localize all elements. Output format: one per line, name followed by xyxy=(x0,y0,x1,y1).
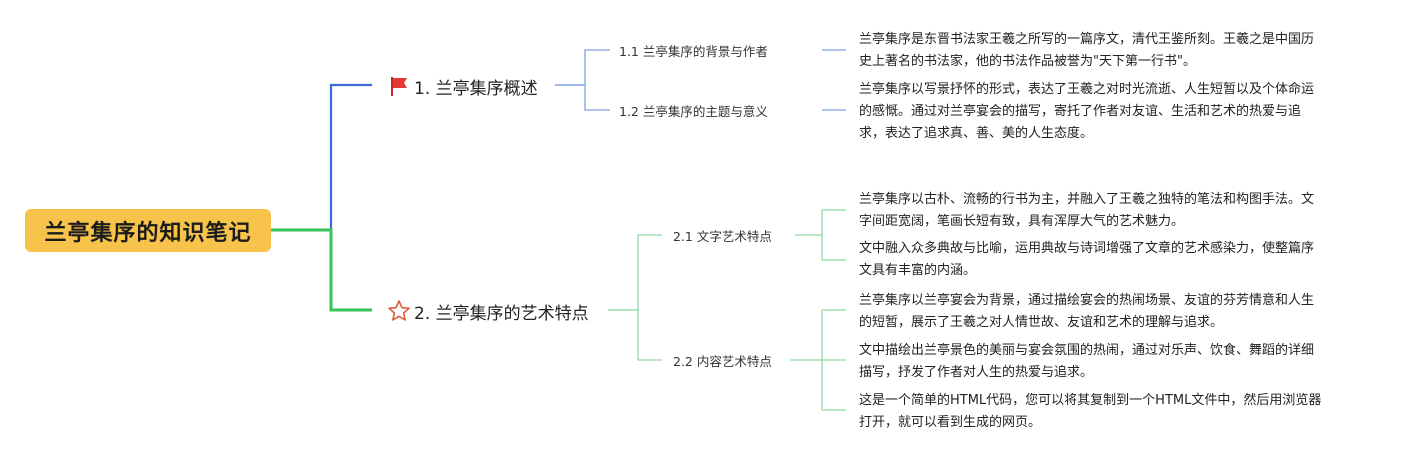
note-2-2-b[interactable]: 文中描绘出兰亭景色的美丽与宴会氛围的热闹，通过对乐声、饮食、舞蹈的详细 描写，抒… xyxy=(859,343,1315,380)
connector-root-branch-2 xyxy=(271,228,372,312)
subtopic-1-2[interactable]: 1.2 兰亭集序的主题与意义 xyxy=(619,104,768,119)
note-2-1-a[interactable]: 兰亭集序以古朴、流畅的行书为主，并融入了王羲之独特的笔法和构图手法。文 字间距宽… xyxy=(859,192,1315,229)
subtopic-1-1[interactable]: 1.1 兰亭集序的背景与作者 xyxy=(619,44,768,59)
red-flag-icon xyxy=(386,73,412,99)
note-1-1[interactable]: 兰亭集序是东晋书法家王羲之所写的一篇序文，清代王鉴所刻。王羲之是中国历 史上著名… xyxy=(859,32,1315,69)
connector-branch-2-sub-2 xyxy=(608,309,662,361)
star-outline-icon xyxy=(386,298,412,324)
note-2-2-a[interactable]: 兰亭集序以兰亭宴会为背景，通过描绘宴会的热闹场景、友谊的芬芳情意和人生 的短暂，… xyxy=(859,293,1315,330)
subtopic-2-1[interactable]: 2.1 文字艺术特点 xyxy=(673,229,772,244)
connector-root-branch-1 xyxy=(271,83,372,232)
connector-branch-1-sub-1 xyxy=(555,49,610,86)
subtopic-2-2[interactable]: 2.2 内容艺术特点 xyxy=(673,354,772,369)
connector-sub-2-2-notes xyxy=(790,309,846,411)
main-topic-art-features-label: 2. 兰亭集序的艺术特点 xyxy=(414,303,589,324)
connector-sub-2-1-notes xyxy=(795,209,846,261)
root-topic[interactable]: 兰亭集序的知识笔记 xyxy=(25,209,271,252)
note-1-2[interactable]: 兰亭集序以写景抒怀的形式，表达了王羲之对时光流逝、人生短暂以及个体命运 的感慨。… xyxy=(859,82,1315,141)
note-2-1-b[interactable]: 文中融入众多典故与比喻，运用典故与诗词增强了文章的艺术感染力，使整篇序 文具有丰… xyxy=(859,241,1315,278)
connector-branch-1-sub-2 xyxy=(555,84,610,111)
connector-branch-2-sub-1 xyxy=(608,234,662,311)
note-2-2-c[interactable]: 这是一个简单的HTML代码，您可以将其复制到一个HTML文件中，然后用浏览器 打… xyxy=(859,393,1322,430)
main-topic-overview-label: 1. 兰亭集序概述 xyxy=(414,78,538,99)
main-topic-overview[interactable]: 1. 兰亭集序概述 xyxy=(372,68,555,104)
main-topic-art-features[interactable]: 2. 兰亭集序的艺术特点 xyxy=(372,293,608,329)
